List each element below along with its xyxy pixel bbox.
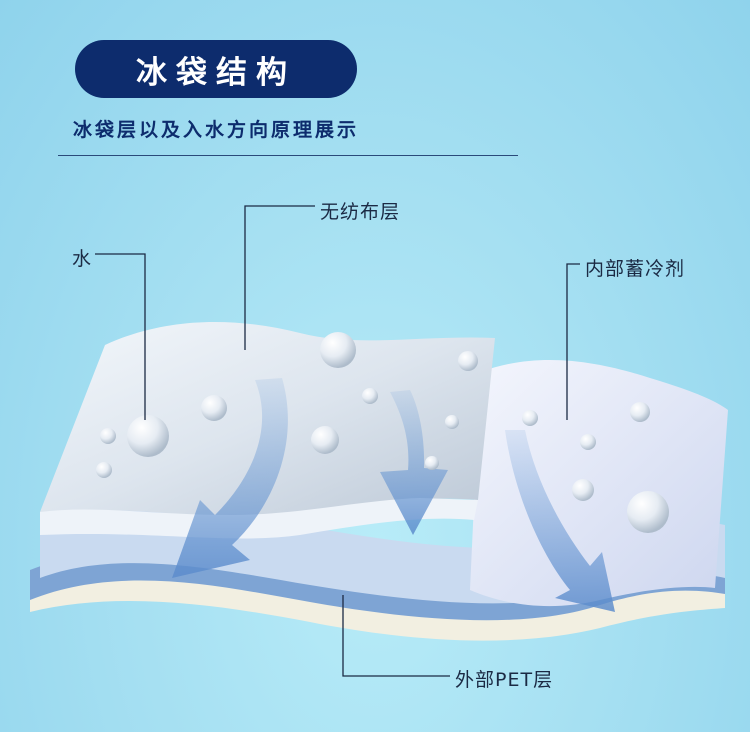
flow-arrow-left bbox=[172, 378, 288, 578]
water-label: 水 bbox=[72, 248, 93, 270]
outer-pet-label: 外部PET层 bbox=[455, 669, 554, 691]
section-title-badge: 冰袋结构 bbox=[75, 40, 357, 98]
section-subtitle: 冰袋层以及入水方向原理展示 bbox=[73, 119, 360, 141]
water-droplet bbox=[630, 402, 650, 422]
nonwoven-fold bbox=[40, 498, 478, 539]
outer-pet-leader-line bbox=[342, 595, 450, 677]
water-droplet bbox=[100, 428, 116, 444]
water-droplet bbox=[320, 332, 356, 368]
subtitle-divider bbox=[58, 155, 518, 156]
inner-coolant-label: 内部蓄冷剂 bbox=[585, 258, 686, 280]
water-droplet bbox=[96, 462, 112, 478]
water-droplet bbox=[201, 395, 227, 421]
nonwoven-leader-line bbox=[244, 205, 315, 350]
water-droplet bbox=[522, 410, 538, 426]
water-droplet bbox=[572, 479, 594, 501]
water-droplet bbox=[425, 456, 439, 470]
water-droplet bbox=[362, 388, 378, 404]
water-droplets bbox=[96, 332, 669, 533]
flow-arrow-right bbox=[505, 430, 615, 612]
water-droplet bbox=[445, 415, 459, 429]
water-droplet bbox=[311, 426, 339, 454]
inner-coolant-leader-line bbox=[566, 263, 580, 420]
water-droplet bbox=[458, 351, 478, 371]
flow-arrow-middle bbox=[380, 390, 448, 535]
water-leader-line bbox=[95, 253, 146, 420]
water-droplet bbox=[627, 491, 669, 533]
water-droplet bbox=[580, 434, 596, 450]
water-droplet bbox=[127, 415, 169, 457]
nonwoven-label: 无纺布层 bbox=[320, 201, 401, 223]
outer-pet-layer bbox=[30, 577, 725, 641]
